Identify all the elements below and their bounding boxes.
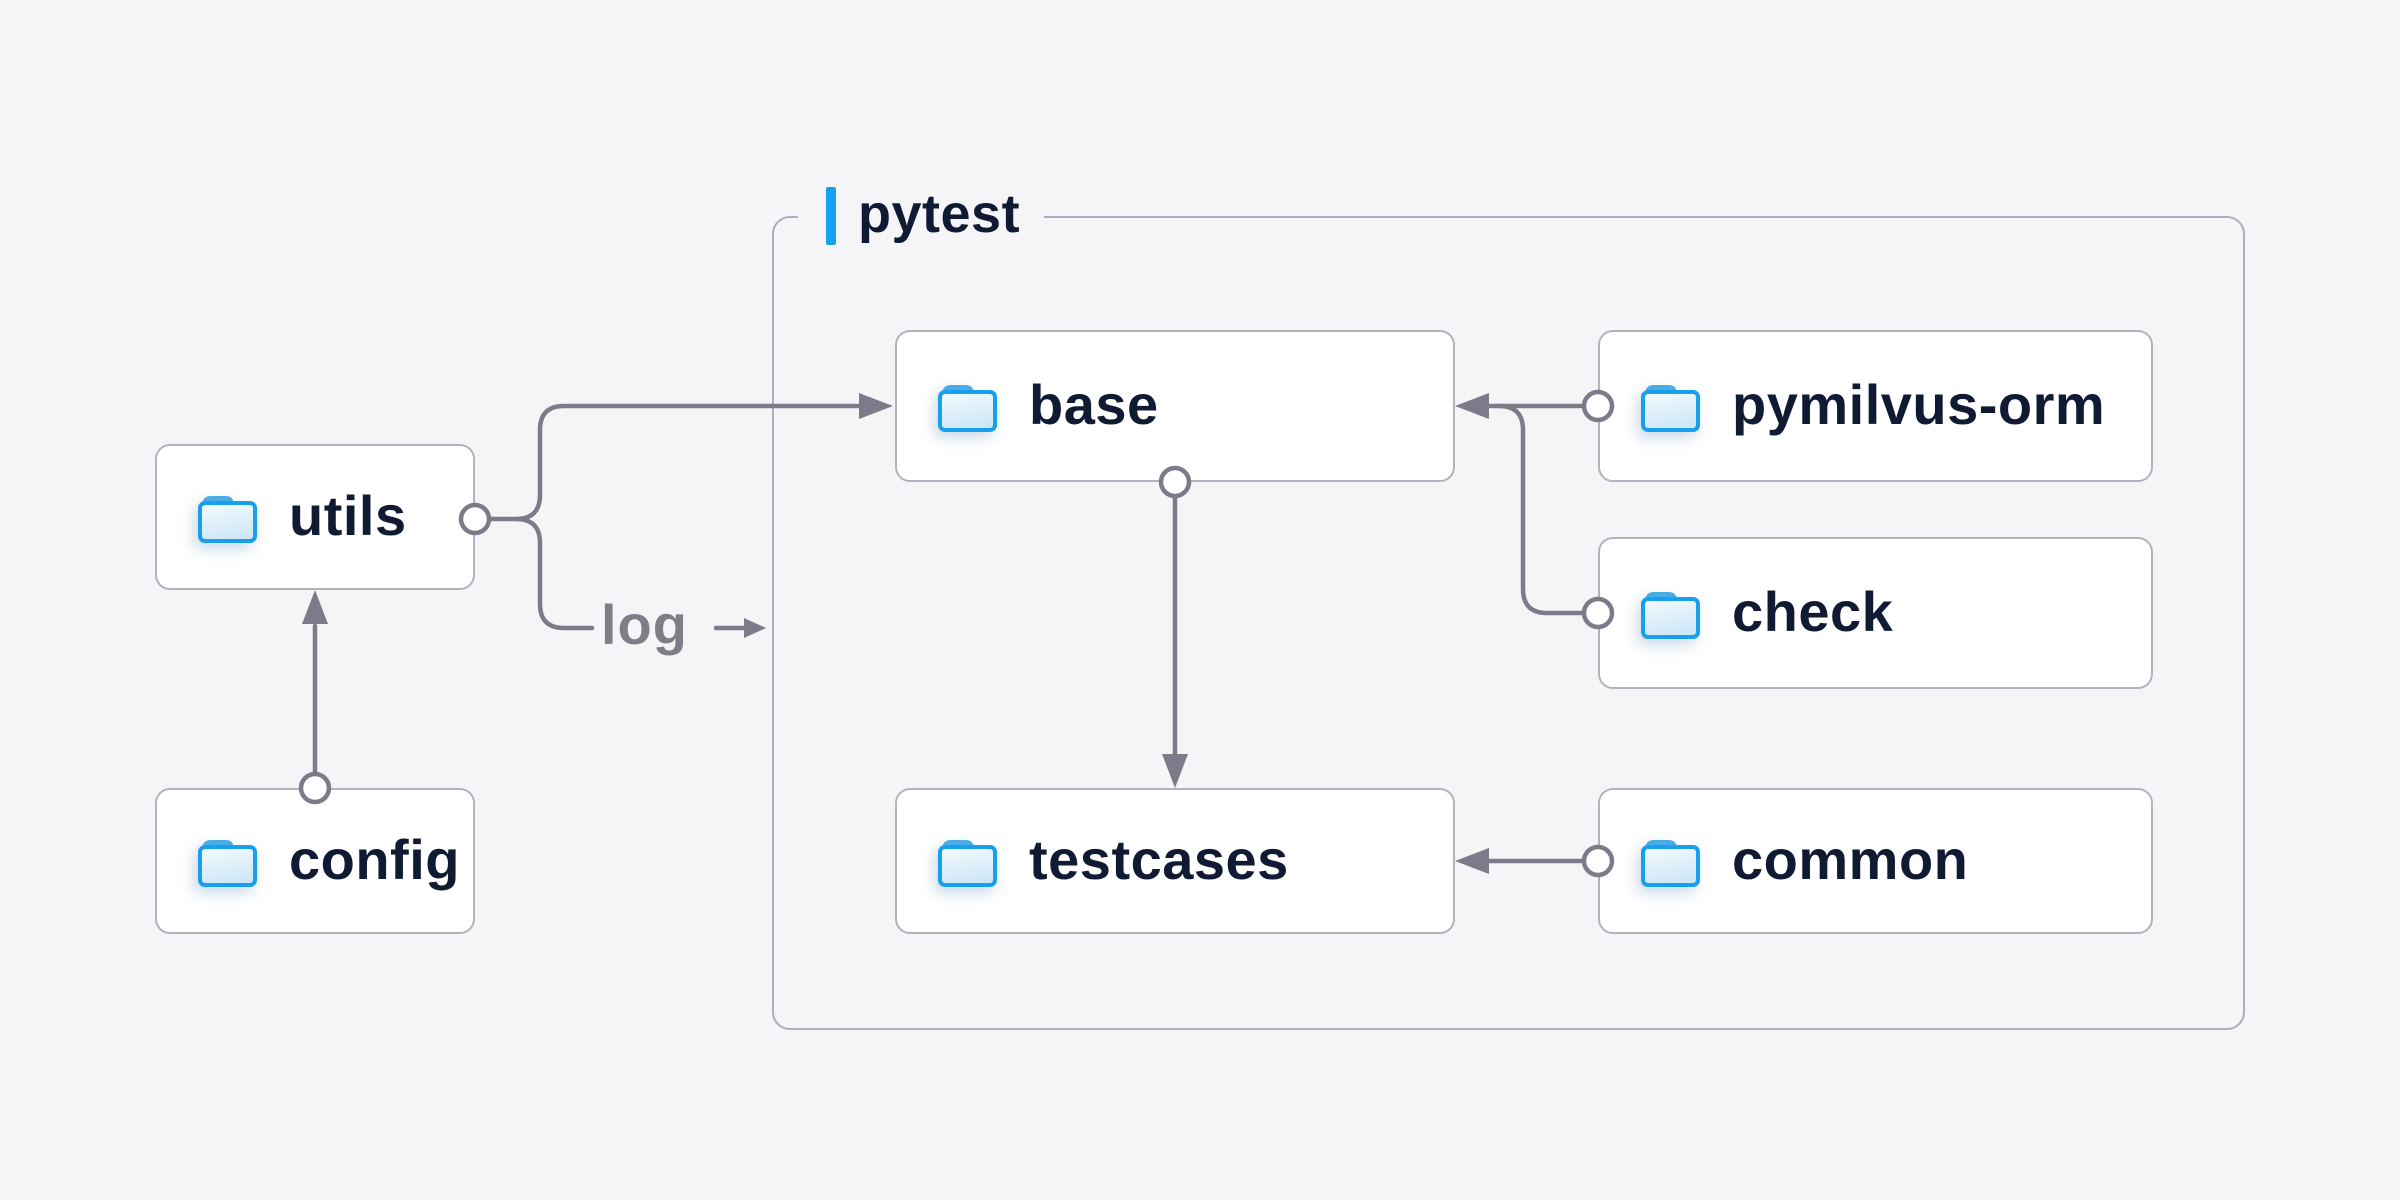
folder-icon: [1641, 840, 1700, 887]
edge-label-log: log: [601, 593, 688, 656]
edge-config-utils: [298, 590, 332, 805]
node-label: utils: [289, 484, 407, 547]
node-common: common: [1598, 788, 2153, 934]
node-testcases: testcases: [895, 788, 1455, 934]
node-label: base: [1029, 373, 1159, 436]
folder-icon: [1641, 385, 1700, 432]
node-label: check: [1732, 580, 1894, 643]
folder-icon: [198, 496, 257, 543]
node-check: check: [1598, 537, 2153, 689]
folder-icon: [938, 840, 997, 887]
node-label: common: [1732, 828, 1969, 891]
arrowhead: [744, 618, 766, 638]
node-label: testcases: [1029, 828, 1289, 891]
node-pymilvus-orm: pymilvus-orm: [1598, 330, 2153, 482]
node-utils: utils: [155, 444, 475, 590]
node-base: base: [895, 330, 1455, 482]
node-label: pymilvus-orm: [1732, 373, 2106, 436]
accent-bar: [826, 187, 836, 245]
pytest-group-label: pytest: [798, 184, 1045, 246]
folder-icon: [938, 385, 997, 432]
node-label: config: [289, 828, 460, 891]
pytest-group-title: pytest: [858, 184, 1021, 244]
folder-icon: [198, 840, 257, 887]
node-config: config: [155, 788, 475, 934]
arrowhead: [302, 590, 328, 624]
folder-icon: [1641, 592, 1700, 639]
pytest-group: [772, 216, 2245, 1030]
